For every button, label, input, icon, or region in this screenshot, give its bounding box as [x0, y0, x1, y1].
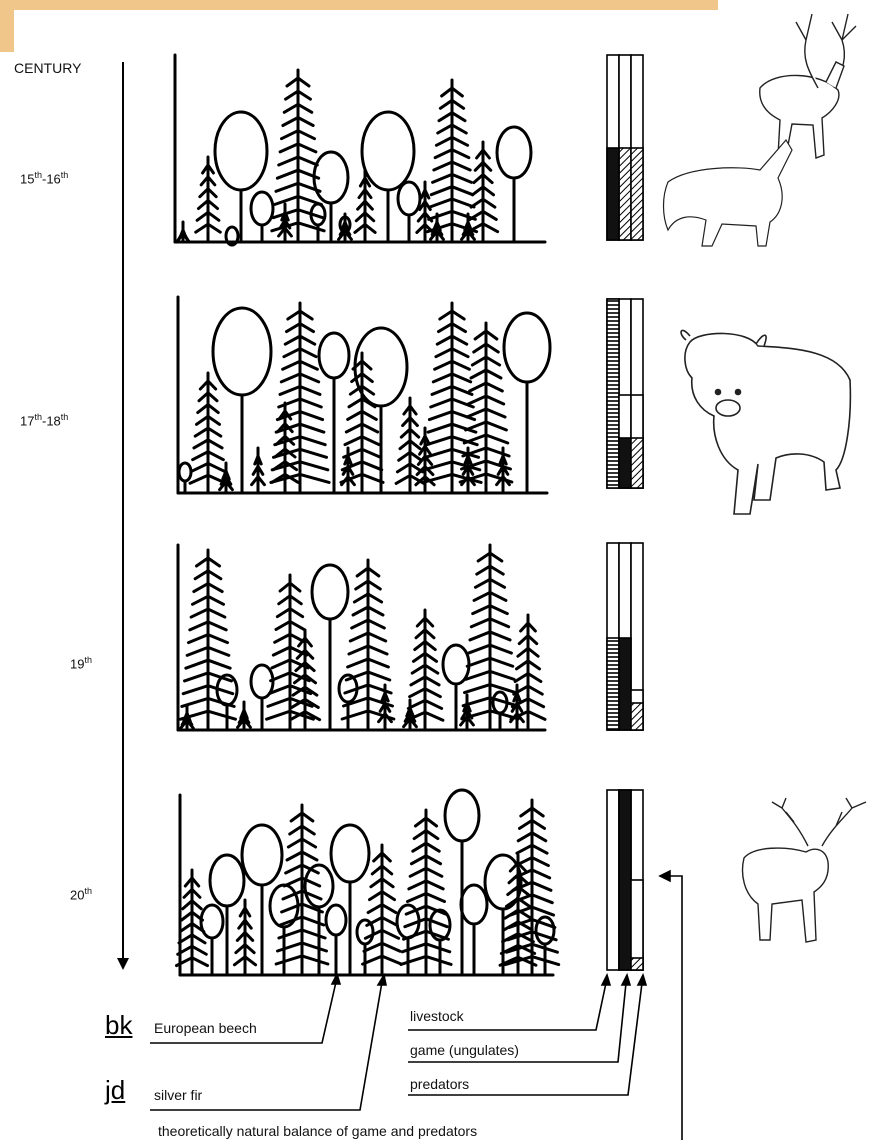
fir-tree — [177, 222, 190, 242]
fir-tree — [468, 142, 497, 242]
livestock-label: livestock — [410, 1008, 464, 1024]
fir-tree — [461, 695, 474, 730]
fir-abbreviation: jd — [105, 1075, 125, 1106]
beech-tree — [213, 308, 271, 493]
wolf-icon — [664, 140, 793, 246]
livestock-game-predator-bar-3 — [607, 543, 643, 730]
fir-tree — [462, 545, 518, 730]
deer-icon — [760, 14, 856, 158]
fir-tree — [238, 702, 251, 730]
fir-tree — [290, 630, 319, 730]
fir-tree — [505, 800, 558, 975]
beech-label: European beech — [154, 1020, 257, 1036]
fir-tree — [396, 398, 424, 493]
fir-tree — [181, 550, 236, 730]
fir-tree — [220, 463, 233, 493]
livestock-game-predator-bar-4 — [607, 790, 643, 970]
fir-tree — [234, 900, 255, 975]
beech-tree — [461, 885, 487, 975]
beech-tree — [226, 227, 238, 245]
fir-tree — [272, 70, 324, 242]
beech-tree — [311, 204, 325, 242]
beech-tree — [215, 112, 267, 242]
beech-tree — [251, 192, 273, 242]
beech-abbreviation: bk — [105, 1010, 132, 1041]
predators-label: predators — [410, 1076, 469, 1092]
deer-icon — [743, 798, 866, 942]
fir-tree — [401, 810, 451, 975]
beech-tree — [362, 112, 414, 242]
beech-tree — [497, 127, 531, 242]
game-label: game (ungulates) — [410, 1042, 519, 1058]
fir-label: silver fir — [154, 1087, 202, 1103]
cow-icon — [681, 330, 850, 514]
balance-label: theoretically natural balance of game an… — [158, 1123, 477, 1139]
fir-tree — [190, 373, 226, 493]
beech-tree — [210, 855, 244, 975]
beech-tree — [504, 313, 550, 493]
beech-tree — [493, 692, 507, 730]
fir-tree — [279, 204, 292, 242]
livestock-game-predator-bar-1 — [607, 55, 643, 240]
livestock-game-predator-bar-2 — [607, 299, 643, 488]
beech-tree — [217, 675, 237, 730]
fir-tree — [252, 448, 265, 493]
century-axis — [117, 62, 129, 970]
beech-tree — [242, 825, 282, 975]
beech-tree — [179, 463, 191, 493]
beech-tree — [251, 665, 273, 730]
